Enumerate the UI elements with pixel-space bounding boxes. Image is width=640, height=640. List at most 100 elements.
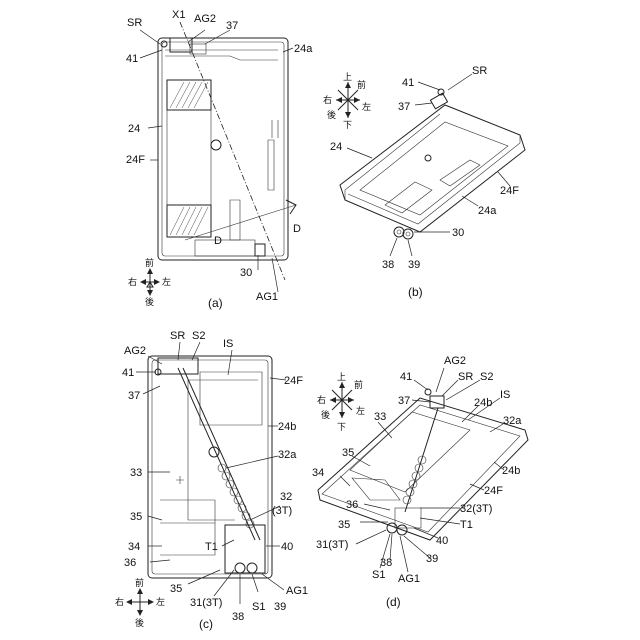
panel-a: SR X1 AG2 37 41 24a 24 24F D D 30 AG1 (a… xyxy=(126,9,313,310)
label-d-31: 31(3T) xyxy=(316,539,348,551)
iso-roller-39-hub xyxy=(406,232,410,236)
section-line-d xyxy=(185,205,296,240)
column-sides xyxy=(167,110,211,205)
label-b-39: 39 xyxy=(408,259,420,271)
label-ag2: AG2 xyxy=(194,13,216,25)
inner-pocket xyxy=(230,200,240,240)
label-d-38: 38 xyxy=(380,557,392,569)
caption-b: (b) xyxy=(408,285,423,299)
iso-housing xyxy=(340,105,525,232)
label-c-41: 41 xyxy=(122,367,134,379)
label-d-41: 41 xyxy=(400,371,412,383)
compass-d-left: 左 xyxy=(356,405,365,417)
label-24: 24 xyxy=(128,123,140,135)
label-24a: 24a xyxy=(294,43,313,55)
label-d-sr: SR xyxy=(458,371,473,383)
label-c-t1: T1 xyxy=(205,541,218,553)
leader-c-ag1 xyxy=(262,574,284,590)
leader-d-ag2 xyxy=(436,368,444,392)
leader-ag2 xyxy=(188,30,205,42)
label-b-24f: 24F xyxy=(500,185,519,197)
chain-links-32 xyxy=(218,464,254,528)
leader-c-37 xyxy=(143,386,160,394)
label-d-36: 36 xyxy=(346,499,358,511)
housing-inner-wall xyxy=(162,42,284,256)
compass-b: 上 前 右 左 後 下 xyxy=(323,72,371,131)
label-x1: X1 xyxy=(172,9,185,21)
iso-d-chain-rod xyxy=(405,408,438,512)
compass-c-right: 右 xyxy=(115,596,124,608)
label-d-33: 33 xyxy=(374,411,386,423)
compass-d-down: 下 xyxy=(337,423,346,433)
panel-c: AG2 SR S2 IS 41 24F 37 24b 32a 33 32 (3T… xyxy=(115,330,308,631)
iso-pocket xyxy=(385,182,432,213)
label-30: 30 xyxy=(240,267,252,279)
caption-a: (a) xyxy=(208,296,223,310)
label-b-24: 24 xyxy=(330,141,342,153)
label-41: 41 xyxy=(126,53,138,65)
leader-b-sr xyxy=(448,74,472,90)
compass-a-arrow-left-icon xyxy=(140,279,146,285)
leader-d-36 xyxy=(364,504,390,510)
leader-b-37 xyxy=(415,103,432,105)
label-d-ag1: AG1 xyxy=(398,573,420,585)
label-c-is: IS xyxy=(223,338,233,350)
label-d-34: 34 xyxy=(312,467,324,479)
label-ag1: AG1 xyxy=(256,291,278,303)
label-c-ag1: AG1 xyxy=(286,585,308,597)
label-37: 37 xyxy=(226,20,238,32)
compass-b-down: 下 xyxy=(343,121,352,131)
label-c-3t: (3T) xyxy=(272,505,292,517)
label-c-ag2: AG2 xyxy=(124,345,146,357)
label-24f: 24F xyxy=(126,154,145,166)
panel-d: AG2 41 SR S2 IS 37 24b 32a 33 35 24b 34 … xyxy=(312,355,528,609)
leader-d-t1 xyxy=(420,518,460,524)
label-c-35a: 35 xyxy=(130,511,142,523)
compass-a-front: 前 xyxy=(145,257,154,269)
leader-c-t1 xyxy=(222,540,234,546)
compass-b-down-icon xyxy=(345,112,351,118)
iso-mechanism-37 xyxy=(430,93,447,109)
roller-c-38 xyxy=(235,563,245,573)
label-c-s1: S1 xyxy=(252,601,265,613)
label-b-41: 41 xyxy=(402,77,414,89)
leader-24 xyxy=(148,126,162,128)
iso-tray xyxy=(360,122,508,215)
compass-d-back: 後 xyxy=(321,409,330,421)
leader-c-s2 xyxy=(192,342,200,360)
label-d-is: IS xyxy=(500,389,510,401)
label-d-37: 37 xyxy=(398,395,410,407)
leader-c-35a xyxy=(148,516,162,520)
label-b-37: 37 xyxy=(398,101,410,113)
compass-a-arrow-right-icon xyxy=(154,279,160,285)
leader-sr xyxy=(140,30,160,44)
chain-rod xyxy=(178,368,255,540)
compass-b-right-icon xyxy=(336,97,342,103)
leader-b-24 xyxy=(347,148,372,158)
leader-d-33 xyxy=(378,422,392,438)
label-d-24b: 24b xyxy=(474,397,492,409)
label-c-38: 38 xyxy=(232,611,244,623)
label-c-31: 31(3T) xyxy=(190,597,222,609)
iso-roller-38 xyxy=(394,227,404,237)
label-b-38: 38 xyxy=(382,259,394,271)
leader-c-36 xyxy=(150,560,170,562)
compass-c-front: 前 xyxy=(135,577,144,589)
label-c-33: 33 xyxy=(130,467,142,479)
compass-d-front: 前 xyxy=(354,379,363,391)
mechanism-c-37 xyxy=(158,358,198,374)
label-d-35a: 35 xyxy=(342,447,354,459)
label-c-24f: 24F xyxy=(284,375,303,387)
label-c-35b: 35 xyxy=(170,583,182,595)
label-d-left: D xyxy=(214,235,222,247)
leader-b-24f xyxy=(498,172,510,186)
chain-rod-2 xyxy=(183,368,260,540)
iso-roller-38-hub xyxy=(397,230,401,234)
leader-d-40 xyxy=(414,528,438,538)
part-30 xyxy=(255,244,265,256)
leader-c-32a xyxy=(226,456,278,468)
iso-hole xyxy=(425,155,431,161)
iso-roller-39 xyxy=(403,229,413,239)
side-slot xyxy=(268,140,274,190)
